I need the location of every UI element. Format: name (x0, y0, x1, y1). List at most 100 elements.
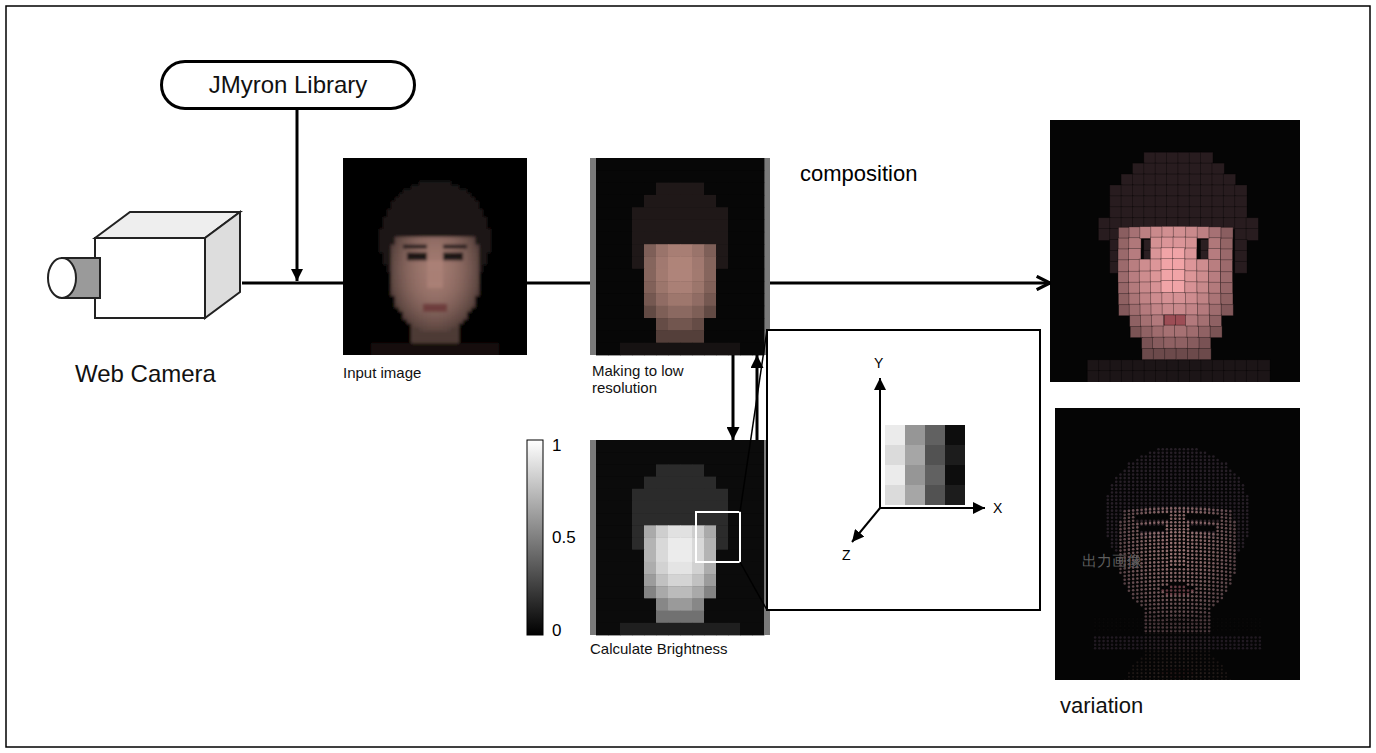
face-pixel (367, 158, 372, 163)
face-pixel (463, 182, 468, 187)
face-pixel (519, 166, 524, 171)
face-pixel (455, 272, 460, 277)
face-pixel (431, 253, 436, 258)
face-pixel (439, 201, 444, 206)
face-pixel (491, 197, 496, 202)
face-pixel (463, 174, 468, 179)
face-pixel (415, 288, 420, 293)
face-pixel (403, 158, 408, 163)
face-pixel (467, 276, 472, 281)
face-pixel (395, 241, 400, 246)
face-pixel (347, 201, 352, 206)
face-pixel (423, 221, 428, 226)
face-pixel (491, 170, 496, 175)
face-pixel (443, 245, 448, 250)
face-pixel (443, 237, 448, 242)
face-pixel (463, 201, 468, 206)
face-pixel (503, 217, 508, 222)
face-pixel (431, 217, 436, 222)
face-pixel (347, 304, 352, 309)
face-pixel (407, 268, 412, 273)
face-pixel (447, 174, 452, 179)
face-pixel (439, 323, 444, 328)
face-pixel (435, 288, 440, 293)
face-pixel (383, 304, 388, 309)
face-pixel (367, 304, 372, 309)
face-pixel (343, 323, 348, 328)
face-pixel (355, 268, 360, 273)
face-pixel (427, 170, 432, 175)
face-pixel (519, 174, 524, 179)
face-pixel (487, 162, 492, 167)
face-pixel (459, 217, 464, 222)
face-pixel (499, 292, 504, 297)
face-pixel (447, 292, 452, 297)
face-pixel (471, 225, 476, 230)
face-pixel (343, 284, 348, 289)
face-pixel (431, 276, 436, 281)
face-pixel (399, 264, 404, 269)
face-pixel (483, 233, 488, 238)
face-pixel (403, 308, 408, 313)
face-pixel (391, 260, 396, 265)
face-pixel (379, 190, 384, 195)
face-pixel (387, 209, 392, 214)
face-pixel (419, 174, 424, 179)
face-pixel (395, 308, 400, 313)
face-pixel (499, 201, 504, 206)
face-pixel (495, 284, 500, 289)
face-pixel (431, 237, 436, 242)
face-pixel (495, 276, 500, 281)
face-pixel (443, 300, 448, 305)
face-pixel (415, 162, 420, 167)
face-pixel (403, 186, 408, 191)
face-pixel (495, 197, 500, 202)
face-pixel (427, 221, 432, 226)
face-pixel (499, 158, 504, 163)
face-pixel (371, 221, 376, 226)
face-pixel (443, 292, 448, 297)
face-pixel (343, 162, 348, 167)
face-pixel (379, 253, 384, 258)
face-pixel (395, 193, 400, 198)
face-pixel (399, 308, 404, 313)
face-pixel (451, 304, 456, 309)
face-pixel (407, 264, 412, 269)
face-pixel (515, 253, 520, 258)
face-pixel (347, 312, 352, 317)
face-pixel (447, 249, 452, 254)
face-pixel (359, 312, 364, 317)
face-pixel (395, 178, 400, 183)
face-pixel (523, 193, 527, 198)
input-photo (343, 158, 527, 355)
face-pixel (363, 284, 368, 289)
face-pixel (419, 323, 424, 328)
face-pixel (479, 166, 484, 171)
face-pixel (371, 300, 376, 305)
face-pixel (519, 205, 524, 210)
face-pixel (467, 308, 472, 313)
face-pixel (515, 225, 520, 230)
face-pixel (383, 190, 388, 195)
face-pixel (415, 205, 420, 210)
face-pixel (503, 245, 508, 250)
face-pixel (503, 292, 508, 297)
face-pixel (451, 197, 456, 202)
face-pixel (435, 221, 440, 226)
face-pixel (375, 213, 380, 218)
face-pixel (459, 158, 464, 163)
face-pixel (491, 178, 496, 183)
face-pixel (419, 162, 424, 167)
face-pixel (435, 225, 440, 230)
face-pixel (343, 237, 348, 242)
face-pixel (411, 178, 416, 183)
face-pixel (343, 233, 348, 238)
face-pixel (427, 296, 432, 301)
face-pixel (507, 296, 512, 301)
face-pixel (459, 292, 464, 297)
face-pixel (451, 249, 456, 254)
camera-lens (48, 258, 76, 298)
face-pixel (411, 221, 416, 226)
face-pixel (367, 276, 372, 281)
face-pixel (431, 213, 436, 218)
